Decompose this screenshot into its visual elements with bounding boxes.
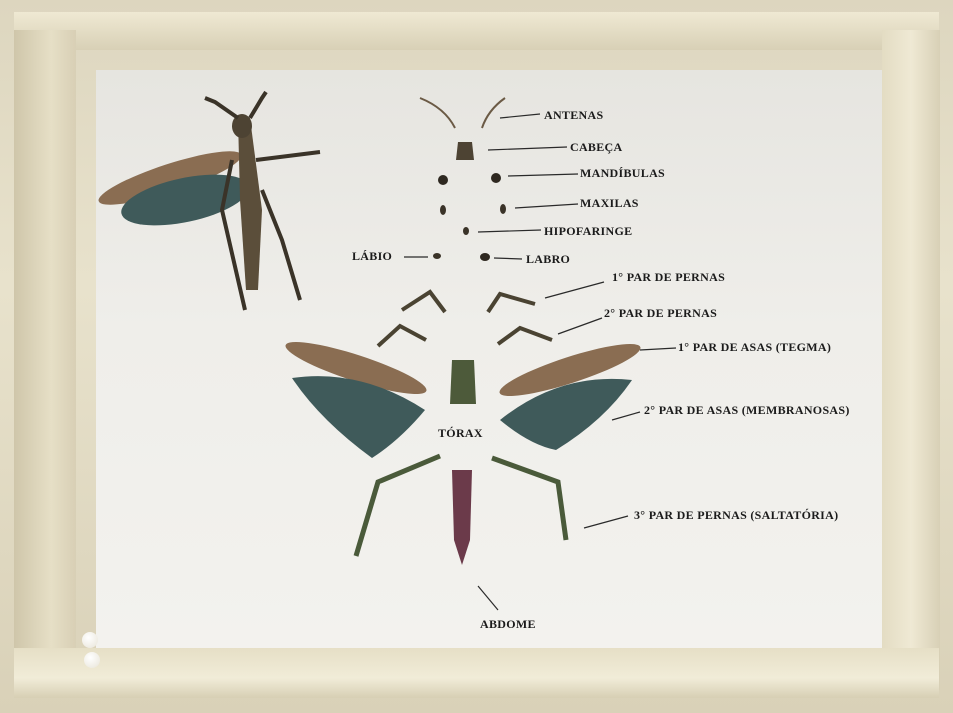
label-maxilas: MAXILAS bbox=[580, 196, 639, 211]
label-first-pair-wings: 1° PAR DE ASAS (TEGMA) bbox=[678, 340, 831, 355]
label-abdome: ABDOME bbox=[480, 617, 536, 632]
label-torax: TÓRAX bbox=[438, 426, 483, 441]
label-third-pair-legs: 3° PAR DE PERNAS (SALTATÓRIA) bbox=[634, 508, 838, 523]
label-mandibulas: MANDÍBULAS bbox=[580, 166, 665, 181]
whole-grasshopper bbox=[94, 92, 320, 310]
label-second-pair-legs: 2° PAR DE PERNAS bbox=[604, 306, 717, 321]
head-specimen bbox=[456, 142, 474, 160]
label-labro: LABRO bbox=[526, 252, 570, 267]
abdomen-specimen bbox=[452, 470, 472, 565]
label-antenas: ANTENAS bbox=[544, 108, 603, 123]
label-first-pair-legs: 1° PAR DE PERNAS bbox=[612, 270, 725, 285]
first-pair-legs bbox=[402, 292, 535, 312]
antennae-specimen bbox=[420, 98, 505, 128]
second-pair-legs bbox=[378, 326, 552, 346]
label-second-pair-wings: 2° PAR DE ASAS (MEMBRANOSAS) bbox=[644, 403, 850, 418]
label-labio: LÁBIO bbox=[352, 249, 392, 264]
label-hipofaringe: HIPOFARINGE bbox=[544, 224, 632, 239]
mouthparts-specimens bbox=[433, 173, 506, 261]
pin-head bbox=[82, 632, 98, 648]
thorax-specimen bbox=[450, 360, 476, 404]
pin-head bbox=[84, 652, 100, 668]
leader-lines bbox=[404, 114, 676, 610]
label-cabeca: CABEÇA bbox=[570, 140, 622, 155]
